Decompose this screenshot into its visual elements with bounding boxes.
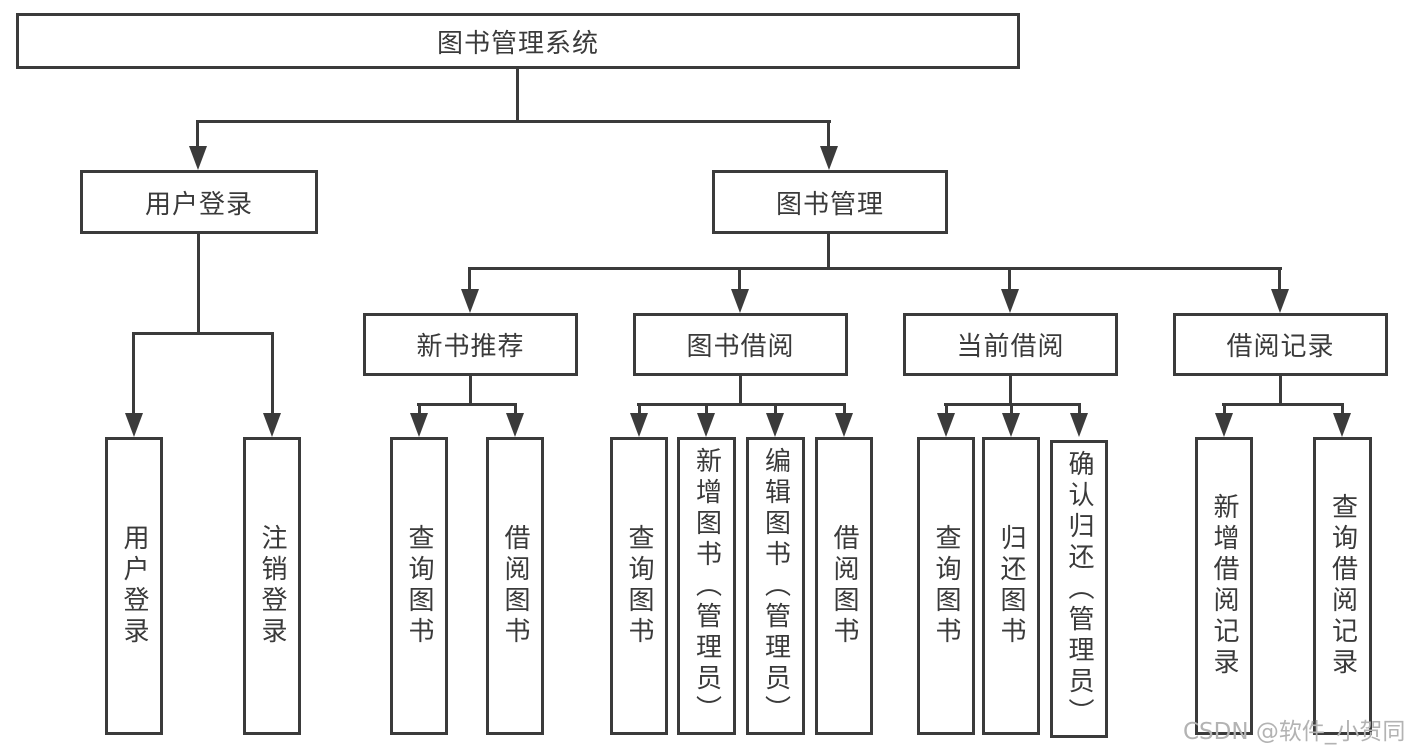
arrow-down-icon [1215,413,1233,437]
leaf-query-books-current: 查询图书 [917,437,975,735]
connector-drop [1223,403,1226,417]
connector-root-trunk [516,69,519,121]
arrow-down-icon [263,413,281,437]
connector-drop [705,403,708,417]
arrow-down-icon [189,146,207,170]
connector-new-book-bar [417,403,517,406]
arrow-down-icon [1070,413,1088,437]
node-user-login: 用户登录 [80,170,318,234]
node-new-book-recommendation: 新书推荐 [363,313,578,376]
arrow-down-icon [820,146,838,170]
leaf-label: 新增图书（管理员） [691,446,722,726]
leaf-label: 注销登录 [257,524,287,648]
csdn-watermark: CSDN @软件_小贺同学 [1183,719,1405,745]
leaf-borrow-books-recommend: 借阅图书 [486,437,544,735]
leaf-add-borrow-record: 新增借阅记录 [1195,437,1253,735]
leaf-label: 用户登录 [119,524,149,648]
leaf-edit-books-admin: 编辑图书（管理员） [746,437,805,735]
arrow-down-icon [461,289,479,313]
connector-borrow-records-bar [1222,403,1344,406]
leaf-query-books-recommend: 查询图书 [390,437,448,735]
connector-root-bar [197,120,831,123]
arrow-down-icon [835,413,853,437]
node-book-management: 图书管理 [712,170,948,234]
connector-user-login-bar [132,332,274,335]
connector-drop [945,403,948,417]
connector-book-borrow-trunk [739,376,742,406]
leaf-label: 查询借阅记录 [1327,493,1358,679]
leaf-label: 确认归还（管理员） [1064,449,1094,729]
connector-drop-logout-leaf [271,332,274,416]
leaf-add-books-admin: 新增图书（管理员） [677,437,736,735]
leaf-confirm-return-admin: 确认归还（管理员） [1050,440,1108,738]
arrow-down-icon [937,413,955,437]
connector-drop [1010,403,1013,417]
arrow-down-icon [697,413,715,437]
node-label: 新书推荐 [416,332,525,362]
leaf-query-borrow-record: 查询借阅记录 [1313,437,1372,735]
arrow-down-icon [1333,413,1351,437]
node-label: 图书借阅 [686,332,795,362]
connector-book-management-trunk [827,234,830,270]
connector-drop-new-book [468,267,471,295]
node-library-management-system: 图书管理系统 [16,13,1020,69]
leaf-label: 查询图书 [931,524,961,648]
connector-borrow-records-trunk [1279,376,1282,406]
leaf-label: 查询图书 [624,524,654,648]
connector-drop-book-borrow [738,267,741,295]
arrow-down-icon [1001,289,1019,313]
connector-book-management-bar [468,267,1282,270]
connector-drop [418,403,421,417]
arrow-down-icon [410,413,428,437]
node-label: 图书管理系统 [436,28,599,59]
connector-drop [514,403,517,417]
connector-drop [1341,403,1344,417]
connector-current-borrow-trunk [1009,376,1012,406]
connector-drop-login-leaf [132,332,135,416]
arrow-down-icon [1002,413,1020,437]
arrow-down-icon [630,413,648,437]
leaf-borrow-books: 借阅图书 [815,437,873,735]
leaf-label: 归还图书 [996,524,1026,648]
leaf-user-login: 用户登录 [105,437,163,735]
leaf-label: 借阅图书 [500,524,530,648]
arrow-down-icon [731,289,749,313]
node-borrowing-records: 借阅记录 [1173,313,1388,376]
node-book-borrowing: 图书借阅 [633,313,848,376]
node-label: 当前借阅 [956,332,1065,362]
leaf-label: 借阅图书 [829,524,859,648]
leaf-label: 查询图书 [404,524,434,648]
leaf-label: 新增借阅记录 [1209,493,1239,679]
connector-drop [774,403,777,417]
connector-user-login-trunk [197,234,200,334]
arrow-down-icon [1271,289,1289,313]
node-label: 借阅记录 [1226,332,1335,362]
connector-drop-book-management [827,120,830,152]
connector-drop-user-login [196,120,199,152]
leaf-return-books: 归还图书 [982,437,1040,735]
connector-drop [1078,403,1081,417]
arrow-down-icon [766,413,784,437]
connector-book-borrow-bar [637,403,846,406]
connector-new-book-trunk [469,376,472,406]
arrow-down-icon [125,413,143,437]
arrow-down-icon [506,413,524,437]
node-current-borrowing: 当前借阅 [903,313,1118,376]
leaf-logout: 注销登录 [243,437,301,735]
node-label: 用户登录 [144,189,253,220]
connector-drop-borrow-records [1278,267,1281,295]
leaf-query-books-borrow: 查询图书 [610,437,668,735]
node-label: 图书管理 [775,189,884,220]
connector-drop [638,403,641,417]
connector-drop [843,403,846,417]
connector-drop-current-borrow [1008,267,1011,295]
leaf-label: 编辑图书（管理员） [760,446,791,726]
